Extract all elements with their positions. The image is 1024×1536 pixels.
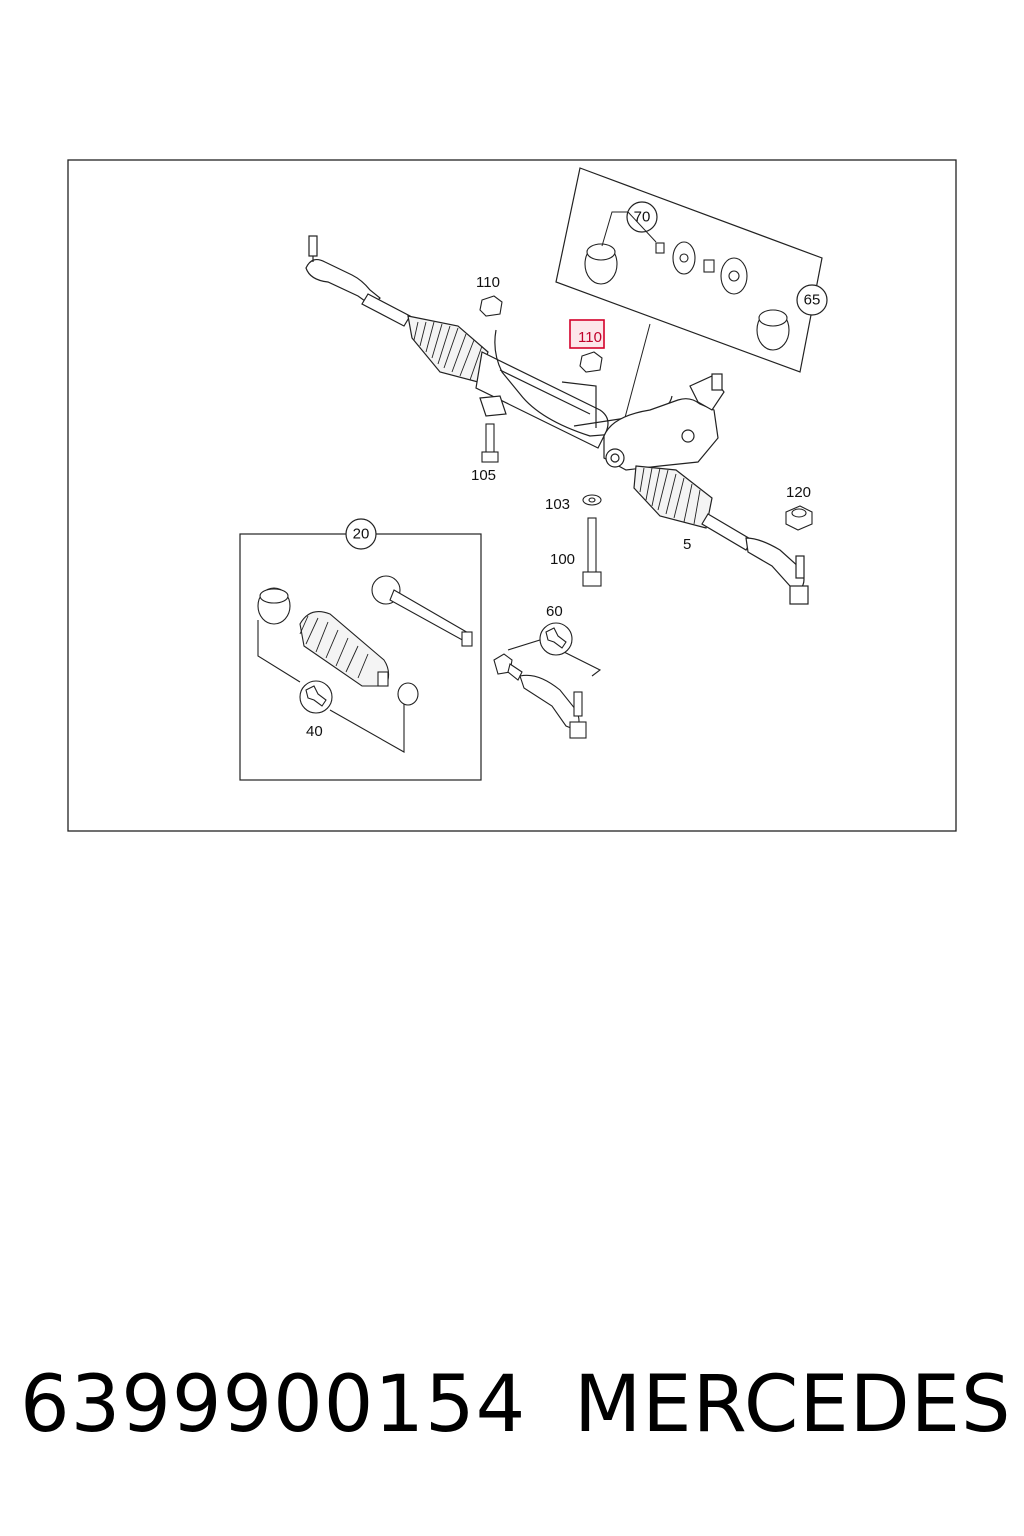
svg-text:20: 20: [353, 526, 370, 543]
label-110-highlight: 110: [578, 329, 602, 346]
steering-rack-exploded-diagram: 70 65 20 110 110 105 103 100 5 120 60 40: [67, 159, 957, 832]
label-103: 103: [545, 496, 570, 513]
tie-rod-end-part: [493, 639, 602, 739]
label-100: 100: [550, 551, 575, 568]
steering-rack-assembly: [305, 235, 809, 605]
leader-line: [601, 211, 628, 247]
label-5: 5: [683, 536, 691, 553]
diagram-frame: [67, 159, 957, 832]
part-number: 6399900154: [20, 1360, 527, 1450]
brand-name: MERCEDES: [574, 1360, 1012, 1450]
leader-line: [627, 211, 657, 243]
svg-text:65: 65: [804, 292, 821, 309]
footer: 6399900154 MERCEDES: [0, 1360, 1024, 1470]
callout-70: 70: [626, 201, 658, 233]
fasteners: [479, 295, 813, 587]
label-120: 120: [786, 484, 811, 501]
callout-65: 65: [796, 284, 828, 316]
callout-20: 20: [345, 518, 377, 550]
seal-kit-parts: [584, 241, 790, 351]
label-105: 105: [471, 467, 496, 484]
label-60: 60: [546, 603, 563, 620]
label-110-top: 110: [476, 274, 500, 291]
svg-text:70: 70: [634, 209, 651, 226]
wrench-icon: [299, 622, 573, 714]
label-40: 40: [306, 723, 323, 740]
seal-kit-inset-box: [555, 167, 823, 373]
tie-rod-kit-parts: [257, 575, 473, 753]
highlight-box-110: [569, 319, 605, 349]
